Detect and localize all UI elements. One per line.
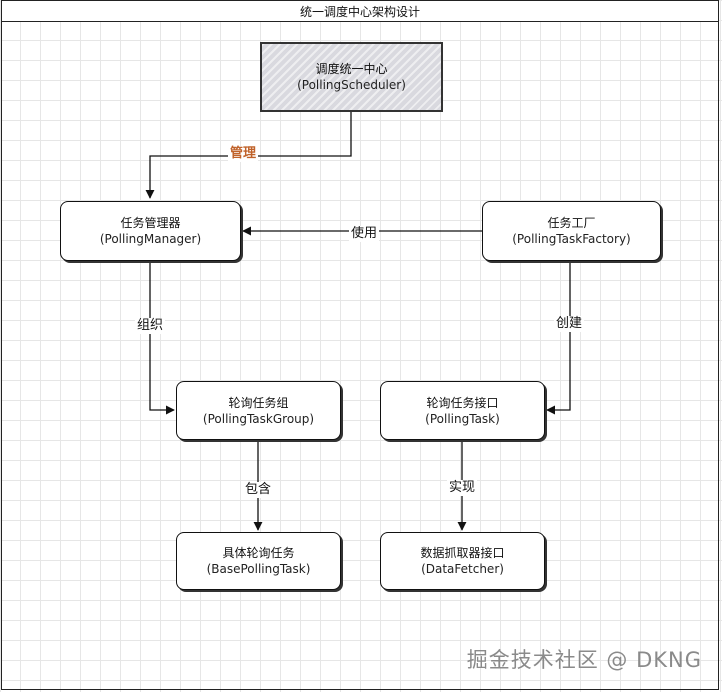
- edge-label-use: 使用: [349, 226, 380, 242]
- node-label: 调度统一中心: [315, 62, 388, 76]
- node-label: 任务管理器: [120, 216, 181, 230]
- edge-organize-line: [149, 261, 175, 415]
- node-polling-manager[interactable]: 任务管理器 (PollingManager): [60, 201, 241, 261]
- node-sublabel: (DataFetcher): [421, 562, 504, 576]
- edge-create-line: [546, 261, 571, 415]
- node-sublabel: (PollingTask): [425, 411, 500, 426]
- node-sublabel: (PollingScheduler): [297, 78, 406, 92]
- node-polling-task-factory[interactable]: 任务工厂 (PollingTaskFactory): [482, 201, 661, 261]
- node-label: 轮询任务接口: [426, 395, 499, 410]
- node-label: 轮询任务组: [228, 395, 289, 410]
- node-sublabel: (PollingTaskGroup): [202, 411, 315, 426]
- node-data-fetcher[interactable]: 数据抓取器接口 (DataFetcher): [380, 532, 545, 590]
- page-title: 统一调度中心架构设计: [2, 1, 718, 22]
- node-polling-task-group[interactable]: 轮询任务组 (PollingTaskGroup): [176, 381, 341, 440]
- edge-label-implement: 实现: [447, 480, 478, 496]
- edge-label-manage: 管理: [228, 146, 259, 162]
- edge-label-organize: 组织: [135, 318, 166, 334]
- node-label: 具体轮询任务: [222, 546, 295, 560]
- node-sublabel: (PollingTaskFactory): [512, 232, 631, 246]
- node-label: 数据抓取器接口: [420, 546, 505, 560]
- node-sublabel: (BasePollingTask): [206, 562, 311, 576]
- node-polling-task-interface[interactable]: 轮询任务接口 (PollingTask): [380, 381, 545, 440]
- node-label: 任务工厂: [547, 216, 596, 230]
- node-base-polling-task[interactable]: 具体轮询任务 (BasePollingTask): [176, 532, 341, 590]
- node-sublabel: (PollingManager): [99, 232, 202, 246]
- node-polling-scheduler[interactable]: 调度统一中心 (PollingScheduler): [260, 42, 443, 112]
- watermark: 掘金技术社区 @ DKNG: [466, 648, 702, 672]
- edge-label-contain: 包含: [243, 482, 274, 498]
- edge-label-create: 创建: [554, 316, 585, 332]
